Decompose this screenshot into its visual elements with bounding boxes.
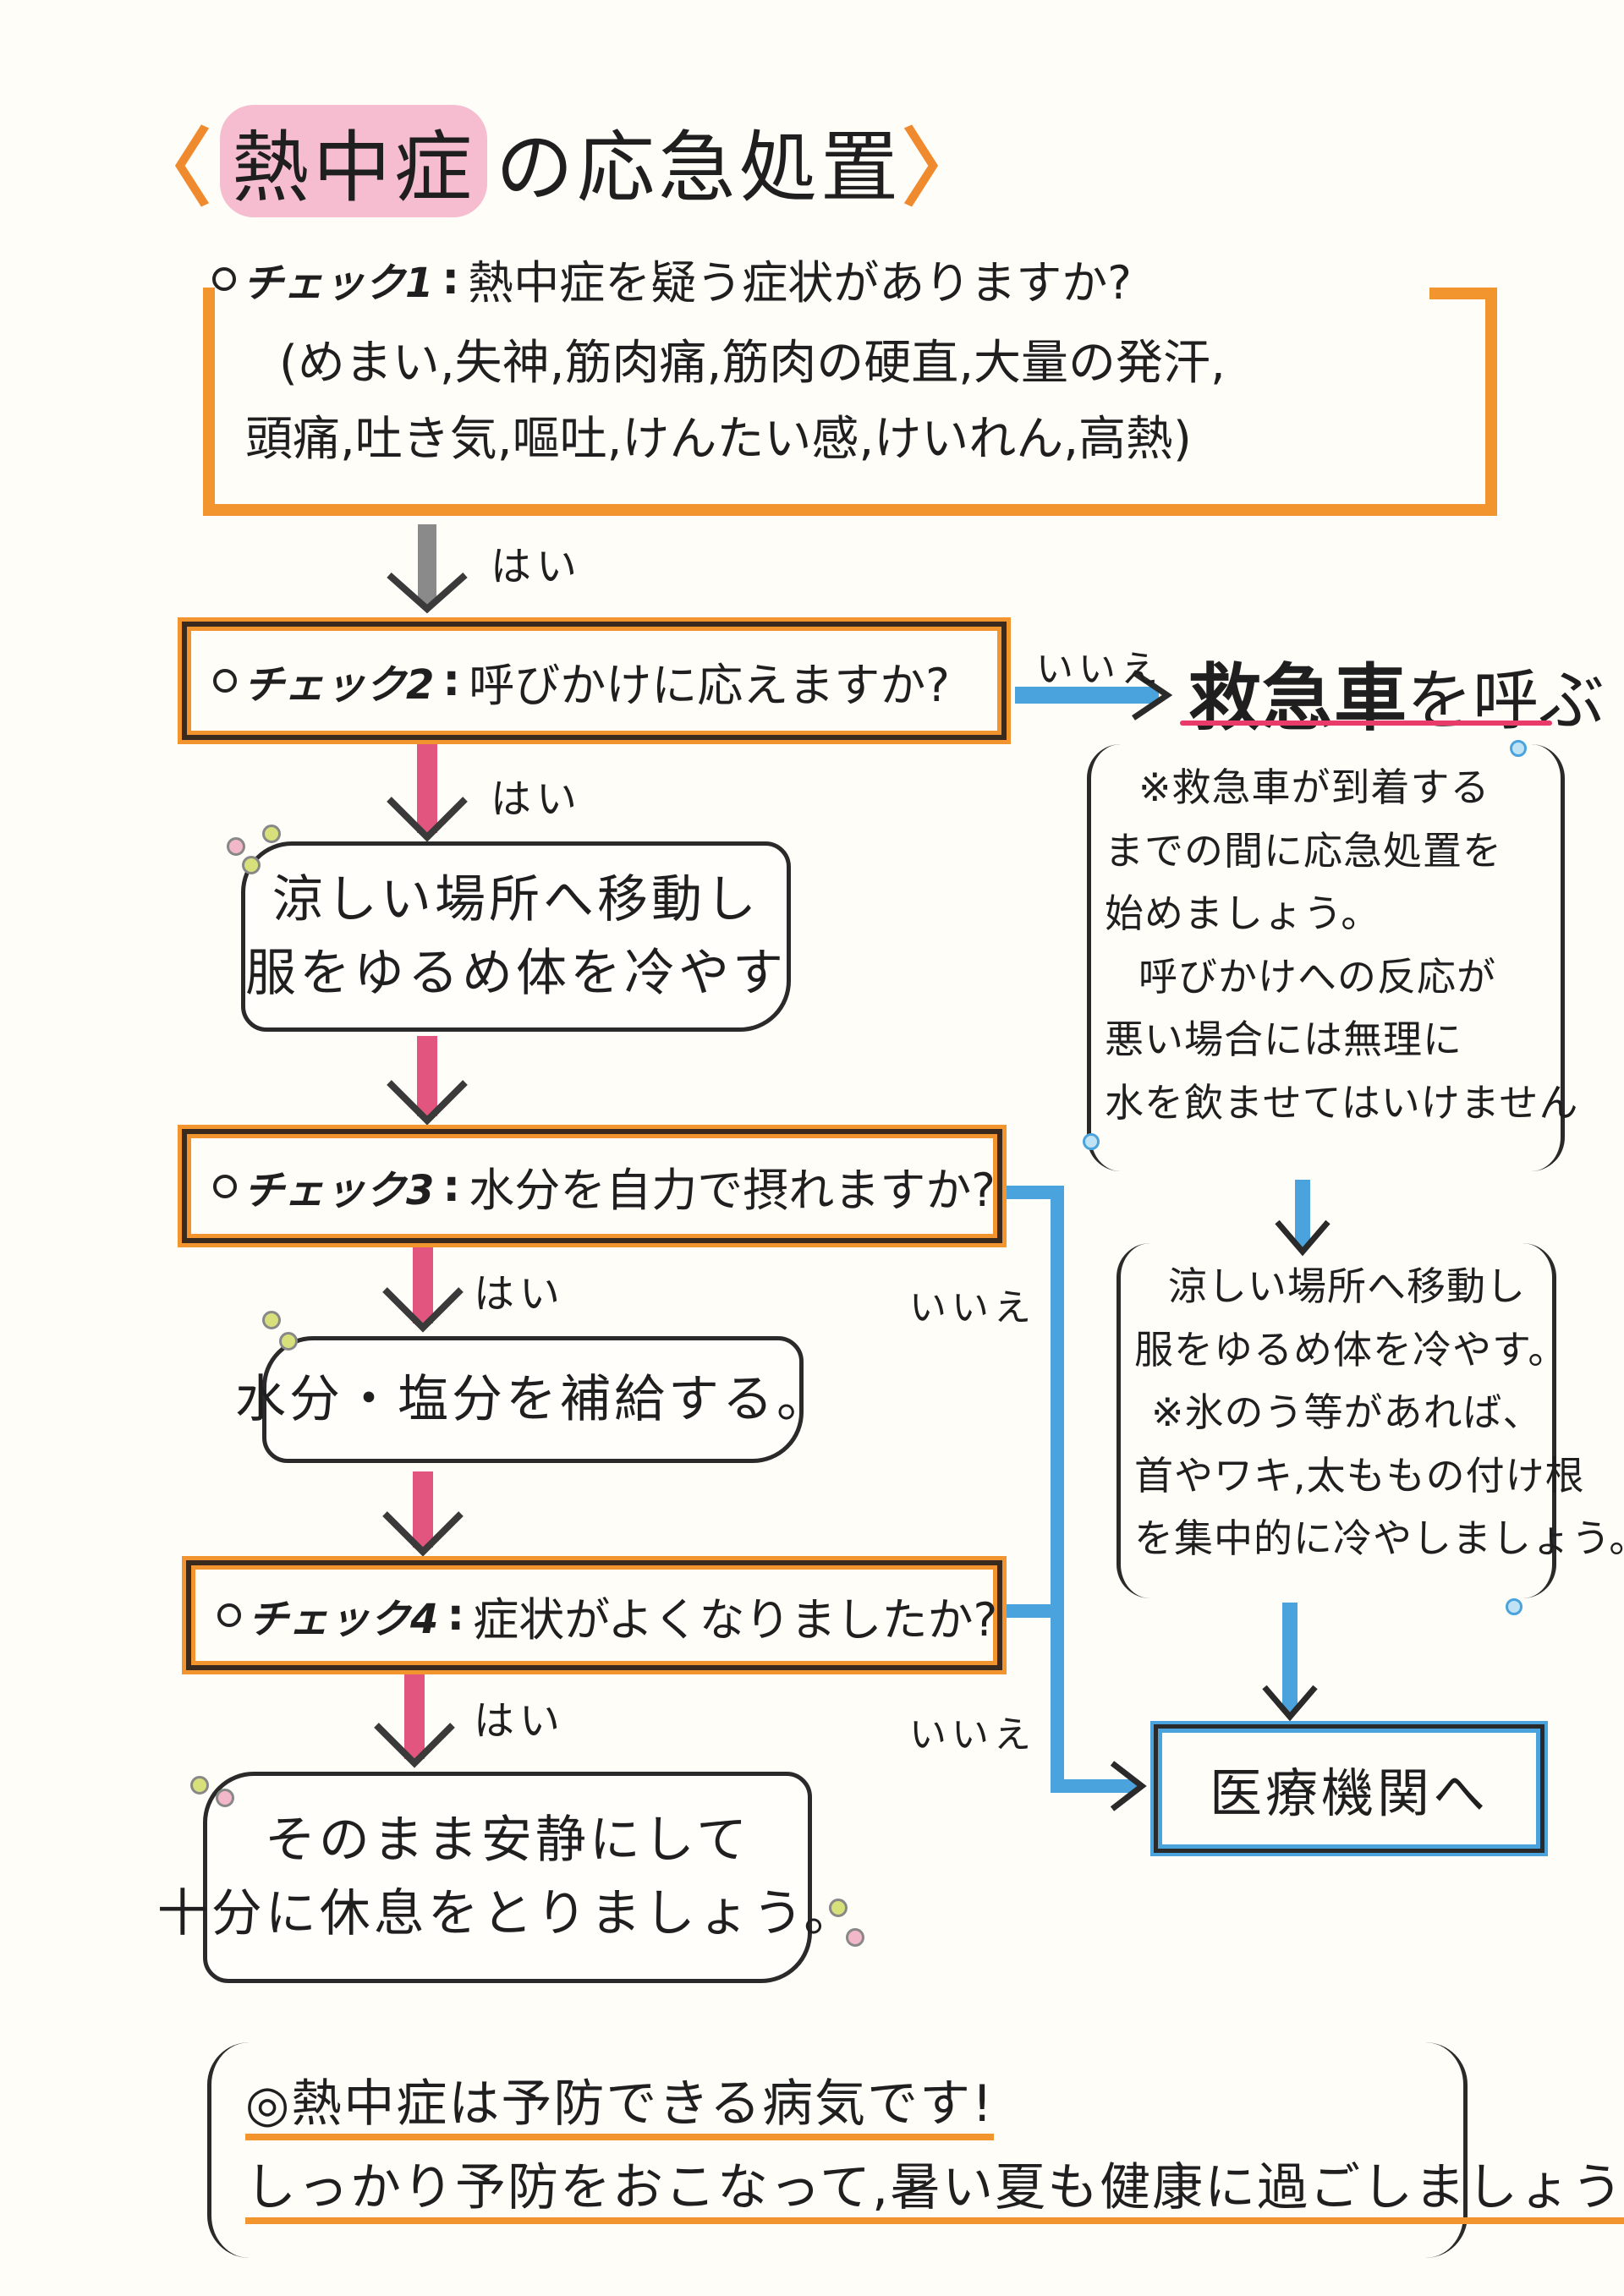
decor-dot — [846, 1928, 864, 1947]
call-ambulance-rest: を呼ぶ — [1407, 663, 1605, 739]
arrow-cool-note-to-medical — [1262, 1603, 1318, 1722]
check1-symptoms: (めまい,失神,筋肉痛,筋肉の硬直,大量の発汗, 頭痛,吐き気,嘔吐,けんたい感… — [245, 326, 1472, 477]
check4-colon: : — [447, 1590, 465, 1641]
check2-no-label: いいえ — [1036, 648, 1163, 691]
prevention-note-text2: しっかり予防をおこなって,暑い夏も健康に過ごしましょう! — [245, 2158, 1624, 2224]
check1-question: 熱中症を疑う症状がありますか? — [468, 256, 1132, 310]
arrow-check2-to-cool — [387, 744, 468, 842]
check1-box — [203, 288, 1497, 516]
call-ambulance-underline — [1180, 721, 1552, 726]
check4-label: チェック4 — [248, 1596, 439, 1643]
right-cool-note-line: を集中的に冷やしましょう。 — [1134, 1515, 1624, 1562]
decor-dot — [227, 837, 245, 856]
right-cool-note-line: 涼しい場所へ移動し — [1168, 1263, 1526, 1309]
check2-label: チェック2 — [244, 661, 435, 709]
title-close-bracket: 〉 — [902, 118, 990, 218]
check4-no-label: いいえ — [909, 1713, 1036, 1756]
ambulance-note-line: 呼びかけへの反応が — [1138, 953, 1496, 1000]
check4-question: 症状がよくなりましたか? — [473, 1592, 998, 1647]
check2-box: チェック2 : 呼びかけに応えますか? — [178, 617, 1011, 744]
yes-label-3: はい — [474, 1270, 566, 1318]
check3-colon: : — [442, 1160, 461, 1212]
check1-label: チェック1 — [243, 259, 434, 307]
step-cool-line1: 涼しい場所へ移動し — [272, 869, 760, 929]
decor-dot — [279, 1332, 298, 1351]
title-rest: の応急処置 — [496, 122, 903, 213]
step-hydrate-scroll: 水分・塩分を補給する。 — [235, 1336, 827, 1463]
prevention-note-line1: ◎熱中症は予防できる病気です! — [245, 2063, 1438, 2146]
check3-no-label: いいえ — [909, 1286, 1036, 1329]
bullet-circle-icon — [213, 669, 237, 693]
decor-dot — [1506, 1598, 1522, 1615]
check1-colon: : — [442, 253, 460, 304]
check4-box: チェック4 : 症状がよくなりましたか? — [182, 1556, 1007, 1674]
check3-question: 水分を自力で摂れますか? — [469, 1164, 996, 1217]
decor-dot — [216, 1789, 234, 1807]
ambulance-note: ※救急車が到着する までの間に応急処置を 始めましょう。 呼びかけへの反応が 悪… — [1087, 744, 1579, 1171]
bullet-circle-icon — [212, 266, 236, 291]
page-title: 〈 熱中症 の応急処置 〉 — [127, 101, 990, 220]
ambulance-note-line: までの間に応急処置を — [1105, 827, 1502, 874]
ambulance-note-line: 始めましょう。 — [1105, 890, 1381, 937]
right-cool-note-line: 服をゆるめ体を冷やす。 — [1134, 1326, 1568, 1373]
step-rest-line2: 十分に休息をとりましょう。 — [156, 1884, 859, 1943]
check1-symptoms-line1: (めまい,失神,筋肉痛,筋肉の硬直,大量の発汗, — [279, 336, 1226, 391]
call-ambulance-emphasis: 救急車 — [1188, 656, 1407, 741]
check1-heading: チェック1 : 熱中症を疑う症状がありますか? — [190, 245, 1417, 312]
decor-dot — [1083, 1133, 1100, 1150]
medical-institution-label: 医療機関へ — [1209, 1762, 1489, 1824]
medical-institution-box: 医療機関へ — [1150, 1721, 1548, 1856]
step-cool-line2: 服をゆるめ体を冷やす — [245, 943, 787, 1003]
step-cool-scroll: 涼しい場所へ移動し 服をゆるめ体を冷やす — [241, 841, 791, 1032]
check1-symptoms-line2: 頭痛,吐き気,嘔吐,けんたい感,けいれん,高熱) — [245, 411, 1192, 467]
decor-dot — [262, 825, 281, 843]
arrow-check4-to-rest — [374, 1670, 455, 1768]
yes-label-4: はい — [474, 1697, 566, 1745]
decor-dot — [829, 1899, 848, 1917]
title-highlight: 熱中症 — [220, 104, 488, 217]
bullet-circle-icon — [213, 1174, 237, 1198]
step-rest-line1: そのまま安静にして — [264, 1811, 751, 1870]
right-cool-note: 涼しい場所へ移動し 服をゆるめ体を冷やす。 ※氷のう等があれば、 首やワキ,太も… — [1116, 1243, 1624, 1598]
arrow-hydrate-to-check4 — [382, 1471, 464, 1557]
decor-dot — [190, 1776, 209, 1795]
step-rest-scroll: そのまま安静にして 十分に休息をとりましょう。 — [157, 1772, 854, 1983]
decor-dot — [1510, 740, 1527, 757]
prevention-note: ◎熱中症は予防できる病気です! しっかり予防をおこなって,暑い夏も健康に過ごしま… — [207, 2042, 1624, 2258]
check3-label: チェック3 — [244, 1166, 435, 1214]
decor-dot — [242, 856, 261, 874]
right-cool-note-line: ※氷のう等があれば、 — [1151, 1389, 1543, 1436]
step-hydrate-line1: 水分・塩分を補給する。 — [235, 1369, 831, 1429]
yes-label-1: はい — [491, 543, 583, 590]
arrow-check3-to-hydrate — [382, 1243, 464, 1333]
prevention-note-text1: ◎熱中症は予防できる病気です! — [245, 2074, 995, 2140]
prevention-note-line2: しっかり予防をおこなって,暑い夏も健康に過ごしましょう! — [245, 2146, 1624, 2230]
check2-question: 呼びかけに応えますか? — [469, 658, 950, 712]
ambulance-note-line: 悪い場合には無理に — [1105, 1016, 1462, 1063]
check2-colon: : — [442, 655, 461, 706]
right-cool-note-line: 首やワキ,太ももの付け根 — [1134, 1452, 1585, 1499]
arrow-check1-to-check2 — [387, 524, 468, 614]
check3-box: チェック3 : 水分を自力で摂れますか? — [178, 1125, 1007, 1247]
bullet-circle-icon — [217, 1603, 241, 1627]
check1-box-topline — [1429, 288, 1497, 299]
title-open-bracket: 〈 — [127, 118, 215, 218]
call-ambulance: 救急車を呼ぶ — [1188, 638, 1605, 744]
ambulance-note-line: ※救急車が到着する — [1138, 764, 1490, 810]
arrow-ambulance-to-cool-note — [1275, 1180, 1330, 1257]
arrow-cool-to-check3 — [387, 1036, 468, 1126]
decor-dot — [262, 1311, 281, 1329]
yes-label-2: はい — [491, 775, 583, 823]
ambulance-note-line: 水を飲ませてはいけません — [1105, 1079, 1579, 1126]
